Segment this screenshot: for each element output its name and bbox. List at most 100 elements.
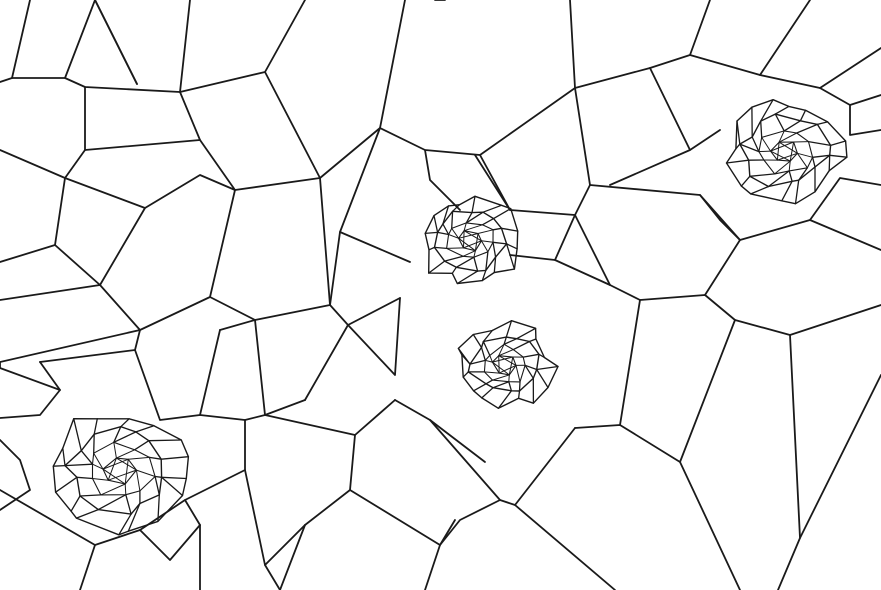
voronoi-edge <box>829 154 848 158</box>
voronoi-edge <box>160 476 184 497</box>
voronoi-edge <box>751 136 760 153</box>
voronoi-edge <box>199 71 321 191</box>
voronoi-edge <box>750 185 770 195</box>
voronoi-edge <box>505 243 518 250</box>
dense-cluster-edges <box>52 98 848 536</box>
voronoi-edge <box>574 87 591 186</box>
voronoi-edge <box>134 329 221 421</box>
voronoi-edge <box>505 243 516 270</box>
voronoi-edge <box>498 349 514 357</box>
voronoi-edge <box>689 129 721 151</box>
voronoi-edge <box>783 120 802 132</box>
voronoi-edge <box>760 120 763 139</box>
voronoi-edge <box>799 109 807 122</box>
voronoi-edge <box>457 347 471 365</box>
voronoi-edge <box>515 364 521 383</box>
voronoi-edge <box>770 141 795 152</box>
voronoi-edge <box>492 207 512 220</box>
voronoi-edge <box>725 159 750 164</box>
voronoi-edge <box>699 194 741 241</box>
voronoi-edge <box>429 419 486 463</box>
voronoi-edge <box>517 390 521 399</box>
voronoi-edge <box>0 439 31 511</box>
voronoi-edge <box>118 513 132 536</box>
voronoi-edge <box>481 217 495 226</box>
voronoi-edge <box>115 457 137 471</box>
voronoi-edge <box>829 140 847 147</box>
voronoi-edge <box>446 247 464 249</box>
voronoi-edge <box>811 154 831 158</box>
voronoi-edge <box>472 333 483 349</box>
voronoi-edge <box>424 231 439 235</box>
voronoi-edge <box>451 227 460 239</box>
voronoi-edge <box>133 440 150 451</box>
voronoi-edge <box>339 231 411 263</box>
voronoi-edge <box>219 319 256 331</box>
voronoi-edge <box>11 0 31 79</box>
voronoi-edge <box>0 86 86 179</box>
voronoi-edge <box>76 476 94 480</box>
voronoi-edge <box>508 381 513 392</box>
voronoi-edge <box>794 179 800 205</box>
voronoi-edge <box>443 255 464 262</box>
voronoi-edge <box>92 463 104 470</box>
voronoi-edge <box>319 0 576 179</box>
voronoi-edge <box>93 452 104 470</box>
voronoi-edge <box>799 374 881 539</box>
voronoi-edge <box>379 0 406 129</box>
voronoi-edge <box>279 524 306 590</box>
voronoi-edge <box>62 447 66 467</box>
voronoi-edge <box>473 256 479 272</box>
voronoi-edge <box>776 152 798 161</box>
voronoi-edge <box>463 230 465 249</box>
voronoi-edge <box>79 499 186 590</box>
voronoi-edge <box>102 468 126 485</box>
voronoi-edge <box>113 441 117 459</box>
voronoi-edge <box>774 160 791 175</box>
voronoi-edge <box>778 130 785 143</box>
voronoi-edge <box>424 544 441 590</box>
voronoi-edge <box>749 173 776 177</box>
voronoi-edge <box>125 494 132 515</box>
voronoi-edge <box>493 256 497 274</box>
voronoi-edge <box>94 0 138 85</box>
voronoi-edge <box>458 237 476 252</box>
voronoi-edge <box>789 141 795 162</box>
voronoi-edge <box>498 364 517 374</box>
voronoi-edge <box>758 150 771 153</box>
voronoi-edge <box>64 174 236 209</box>
voronoi-edge <box>739 143 760 153</box>
voronoi-edge <box>451 266 457 274</box>
voronoi-edge <box>135 469 141 492</box>
voronoi-edge <box>481 387 494 399</box>
voronoi-edge <box>482 340 491 357</box>
voronoi-edge <box>498 343 505 357</box>
voronoi-edge <box>789 304 881 336</box>
voronoi-edge <box>39 361 61 391</box>
voronoi-edge <box>849 104 881 136</box>
voronoi-edge <box>451 210 454 230</box>
voronoi-edge <box>482 329 493 343</box>
voronoi-edge <box>463 230 482 242</box>
voronoi-edge <box>516 327 537 340</box>
voronoi-edge <box>80 450 94 465</box>
voronoi-edge <box>463 224 483 232</box>
voronoi-edge <box>463 222 467 232</box>
voronoi-edge <box>788 160 791 172</box>
voronoi-edge <box>100 483 126 496</box>
voronoi-edge <box>97 494 127 511</box>
voronoi-edge <box>778 141 798 154</box>
voronoi-edge <box>480 240 494 243</box>
voronoi-edge <box>127 502 141 532</box>
voronoi-edge <box>184 419 246 526</box>
voronoi-edge <box>442 205 450 225</box>
voronoi-edge <box>492 227 503 231</box>
voronoi-edge <box>735 143 741 150</box>
voronoi-edge <box>0 329 141 369</box>
voronoi-edge <box>442 223 450 236</box>
voronoi-edge <box>589 184 741 296</box>
voronoi-edge <box>0 367 61 419</box>
voronoi-edge <box>483 371 500 374</box>
